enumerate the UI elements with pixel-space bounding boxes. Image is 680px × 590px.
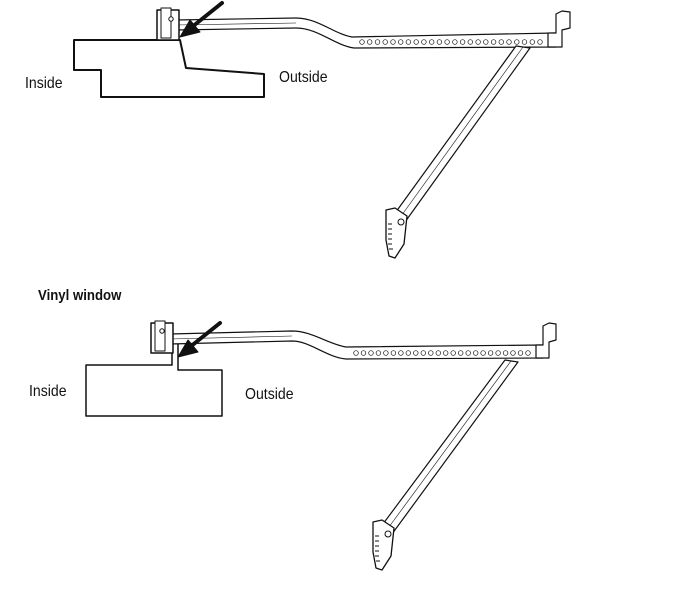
- top-diagram: [73, 1, 571, 259]
- rail-hole: [458, 350, 464, 356]
- rail-hole: [420, 350, 426, 356]
- rail-hole: [510, 350, 516, 356]
- rail-hole: [452, 39, 458, 45]
- top-outside-label: Outside: [279, 69, 328, 86]
- rail-hole: [428, 350, 434, 356]
- rail-hole: [495, 350, 501, 356]
- rail-hole: [465, 350, 471, 356]
- rail-hole: [514, 39, 520, 45]
- rail-hole: [529, 39, 535, 45]
- top-bracket-rail: [174, 17, 557, 49]
- bottom-diagram: [85, 320, 557, 571]
- rail-hole: [398, 350, 404, 356]
- rail-hole: [405, 350, 411, 356]
- rail-hole: [360, 350, 367, 356]
- rail-hole: [467, 39, 473, 45]
- rail-hole: [374, 39, 381, 45]
- rail-hole: [390, 350, 397, 356]
- rail-hole: [525, 350, 531, 356]
- rail-hole: [383, 350, 389, 356]
- rail-hole: [483, 39, 489, 45]
- top-rail-holes: [359, 39, 543, 45]
- rail-hole: [413, 39, 419, 45]
- rail-hole: [480, 350, 486, 356]
- bottom-clamp: [150, 320, 174, 354]
- rail-hole: [490, 39, 497, 45]
- rail-hole: [506, 39, 512, 45]
- rail-hole: [473, 350, 479, 356]
- rail-hole: [435, 350, 441, 356]
- rail-hole: [459, 39, 466, 45]
- rail-hole: [429, 39, 435, 45]
- rail-hole: [382, 39, 388, 45]
- rail-hole: [421, 39, 427, 45]
- bottom-outside-label: Outside: [245, 386, 294, 403]
- rail-hole: [367, 39, 373, 45]
- rail-hole: [413, 350, 419, 356]
- rail-hole: [405, 39, 412, 45]
- bottom-window-block: [85, 342, 223, 417]
- rail-hole: [375, 350, 382, 356]
- top-support-arm: [385, 45, 531, 259]
- rail-hole: [487, 350, 494, 356]
- rail-hole: [450, 350, 456, 356]
- rail-hole: [537, 39, 543, 45]
- rail-hole: [444, 39, 450, 45]
- rail-hole: [521, 39, 528, 45]
- rail-hole: [475, 39, 481, 45]
- top-end-clip: [547, 10, 571, 48]
- section-heading: Vinyl window: [38, 287, 122, 304]
- bottom-support-arm: [372, 359, 519, 571]
- rail-hole: [368, 350, 374, 356]
- pointer-arrow-icon: [177, 321, 222, 358]
- rail-hole: [517, 350, 524, 356]
- rail-hole: [436, 39, 443, 45]
- rail-hole: [502, 350, 509, 356]
- bottom-end-clip: [535, 322, 557, 359]
- rail-hole: [398, 39, 404, 45]
- bottom-rail-holes: [353, 350, 531, 356]
- rail-hole: [443, 350, 449, 356]
- pointer-arrow-icon: [179, 1, 224, 38]
- top-clamp: [156, 7, 180, 41]
- rail-hole: [498, 39, 504, 45]
- rail-hole: [353, 350, 359, 356]
- bottom-inside-label: Inside: [29, 383, 67, 400]
- top-inside-label: Inside: [25, 75, 63, 92]
- rail-hole: [359, 39, 365, 45]
- rail-hole: [390, 39, 396, 45]
- top-window-sill: [73, 39, 265, 98]
